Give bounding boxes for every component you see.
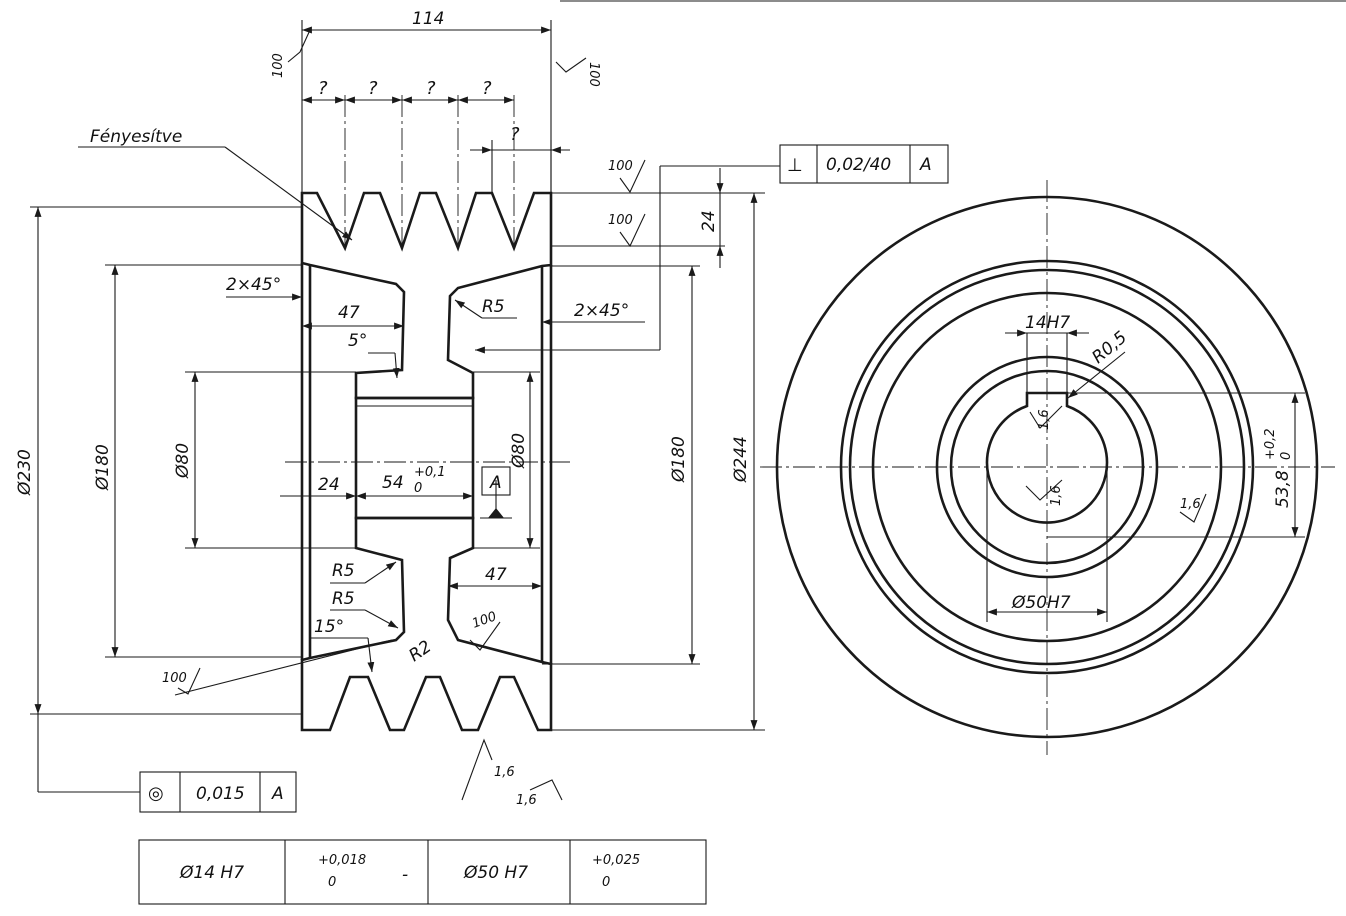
front-view xyxy=(760,180,1335,755)
keyway-depth-tol-upper: +0,2 xyxy=(1263,428,1278,460)
dim-54-tol-upper: +0,1 xyxy=(414,465,446,480)
concentricity-value: 0,015 xyxy=(196,784,245,804)
surface-symbols xyxy=(177,29,1207,801)
dim-47-top: 47 xyxy=(338,303,360,323)
fit-col2-lower: 0 xyxy=(328,875,336,890)
dim-dia-180-right: Ø180 xyxy=(669,436,689,483)
dimension-lines xyxy=(34,26,758,730)
radius-r5-b: R5 xyxy=(332,589,355,609)
roughness-16-a: 1,6 xyxy=(494,765,515,780)
groove-pitch-2: ? xyxy=(368,78,378,99)
fit-col3: Ø50 H7 xyxy=(463,863,528,883)
perpendicularity-datum: A xyxy=(919,155,932,175)
bore-diameter: Ø50H7 xyxy=(1011,593,1071,613)
radius-r5-a: R5 xyxy=(332,561,355,581)
section-lower-hatch xyxy=(300,516,553,732)
concentricity-frame xyxy=(139,771,297,813)
roughness-bottom-left: 100 xyxy=(162,671,187,686)
chamfer-right: 2×45° xyxy=(574,301,629,321)
extension-lines xyxy=(30,20,765,731)
groove-pitch-1: ? xyxy=(318,78,328,99)
roughness-100-mid: 100 xyxy=(470,609,498,632)
dim-47-bottom: 47 xyxy=(485,565,507,585)
dim-114: 114 xyxy=(412,9,444,29)
roughness-16-b: 1,6 xyxy=(516,793,537,808)
fit-col4-lower: 0 xyxy=(602,875,610,890)
fit-table xyxy=(138,839,707,905)
concentricity-symbol: ◎ xyxy=(148,783,164,804)
dim-dia-180-left: Ø180 xyxy=(93,444,113,491)
roughness-16-key: 1,6 xyxy=(1037,409,1052,430)
perpendicularity-frame xyxy=(779,144,949,184)
fit-col2-upper: +0,018 xyxy=(318,853,366,868)
dim-24-hub: 24 xyxy=(318,475,340,495)
roughness-100-b: 100 xyxy=(608,213,633,228)
radius-r2: R2 xyxy=(405,637,435,666)
polished-note: Fényesítve xyxy=(90,127,182,147)
fit-col4-upper: +0,025 xyxy=(592,853,640,868)
dim-dia-80-left: Ø80 xyxy=(173,443,193,479)
section-upper-hatch xyxy=(300,191,553,400)
perpendicularity-value: 0,02/40 xyxy=(826,155,891,175)
radius-r5-top: R5 xyxy=(482,297,505,317)
dim-54: 54 xyxy=(382,473,404,493)
roughness-top-right: 100 xyxy=(586,62,601,87)
concentricity-datum: A xyxy=(271,784,284,804)
angle-5: 5° xyxy=(348,331,367,351)
front-dimensions xyxy=(986,329,1305,622)
fit-col2-dash: - xyxy=(402,865,408,885)
angle-15: 15° xyxy=(314,617,344,637)
roughness-16-face: 1,6 xyxy=(1180,497,1201,512)
roughness-100-a: 100 xyxy=(608,159,633,174)
dim-dia-80-right: Ø80 xyxy=(509,433,529,469)
datum-box xyxy=(481,466,511,496)
dim-dia-244: Ø244 xyxy=(731,436,751,483)
perpendicularity-symbol: ⊥ xyxy=(787,155,803,176)
fit-col1: Ø14 H7 xyxy=(179,863,244,883)
keyway-depth: 53,8 xyxy=(1273,470,1293,508)
datum-triangle xyxy=(488,508,504,518)
roughness-top-left: 100 xyxy=(271,53,286,78)
keyway-width: 14H7 xyxy=(1025,313,1070,333)
groove-pitch-5: ? xyxy=(510,124,520,145)
dim-24-groove: 24 xyxy=(699,210,719,232)
keyway-depth-tol-lower: 0 xyxy=(1279,452,1294,460)
leader-lines xyxy=(37,146,780,793)
roughness-16-bore: 1,6 xyxy=(1049,485,1064,506)
datum-letter-section: A xyxy=(489,473,502,493)
bore-with-keyway xyxy=(985,391,1109,524)
dim-54-tol-lower: 0 xyxy=(414,481,422,496)
bore xyxy=(354,396,475,520)
groove-pitch-4: ? xyxy=(482,78,492,99)
keyway-radius: R0,5 xyxy=(1088,328,1131,368)
dim-dia-230: Ø230 xyxy=(15,449,35,496)
chamfer-left: 2×45° xyxy=(226,275,281,295)
groove-pitch-3: ? xyxy=(426,78,436,99)
labels: 114 ? ? ? ? ? Fényesítve Ø230 Ø180 Ø80 Ø… xyxy=(15,9,1294,890)
